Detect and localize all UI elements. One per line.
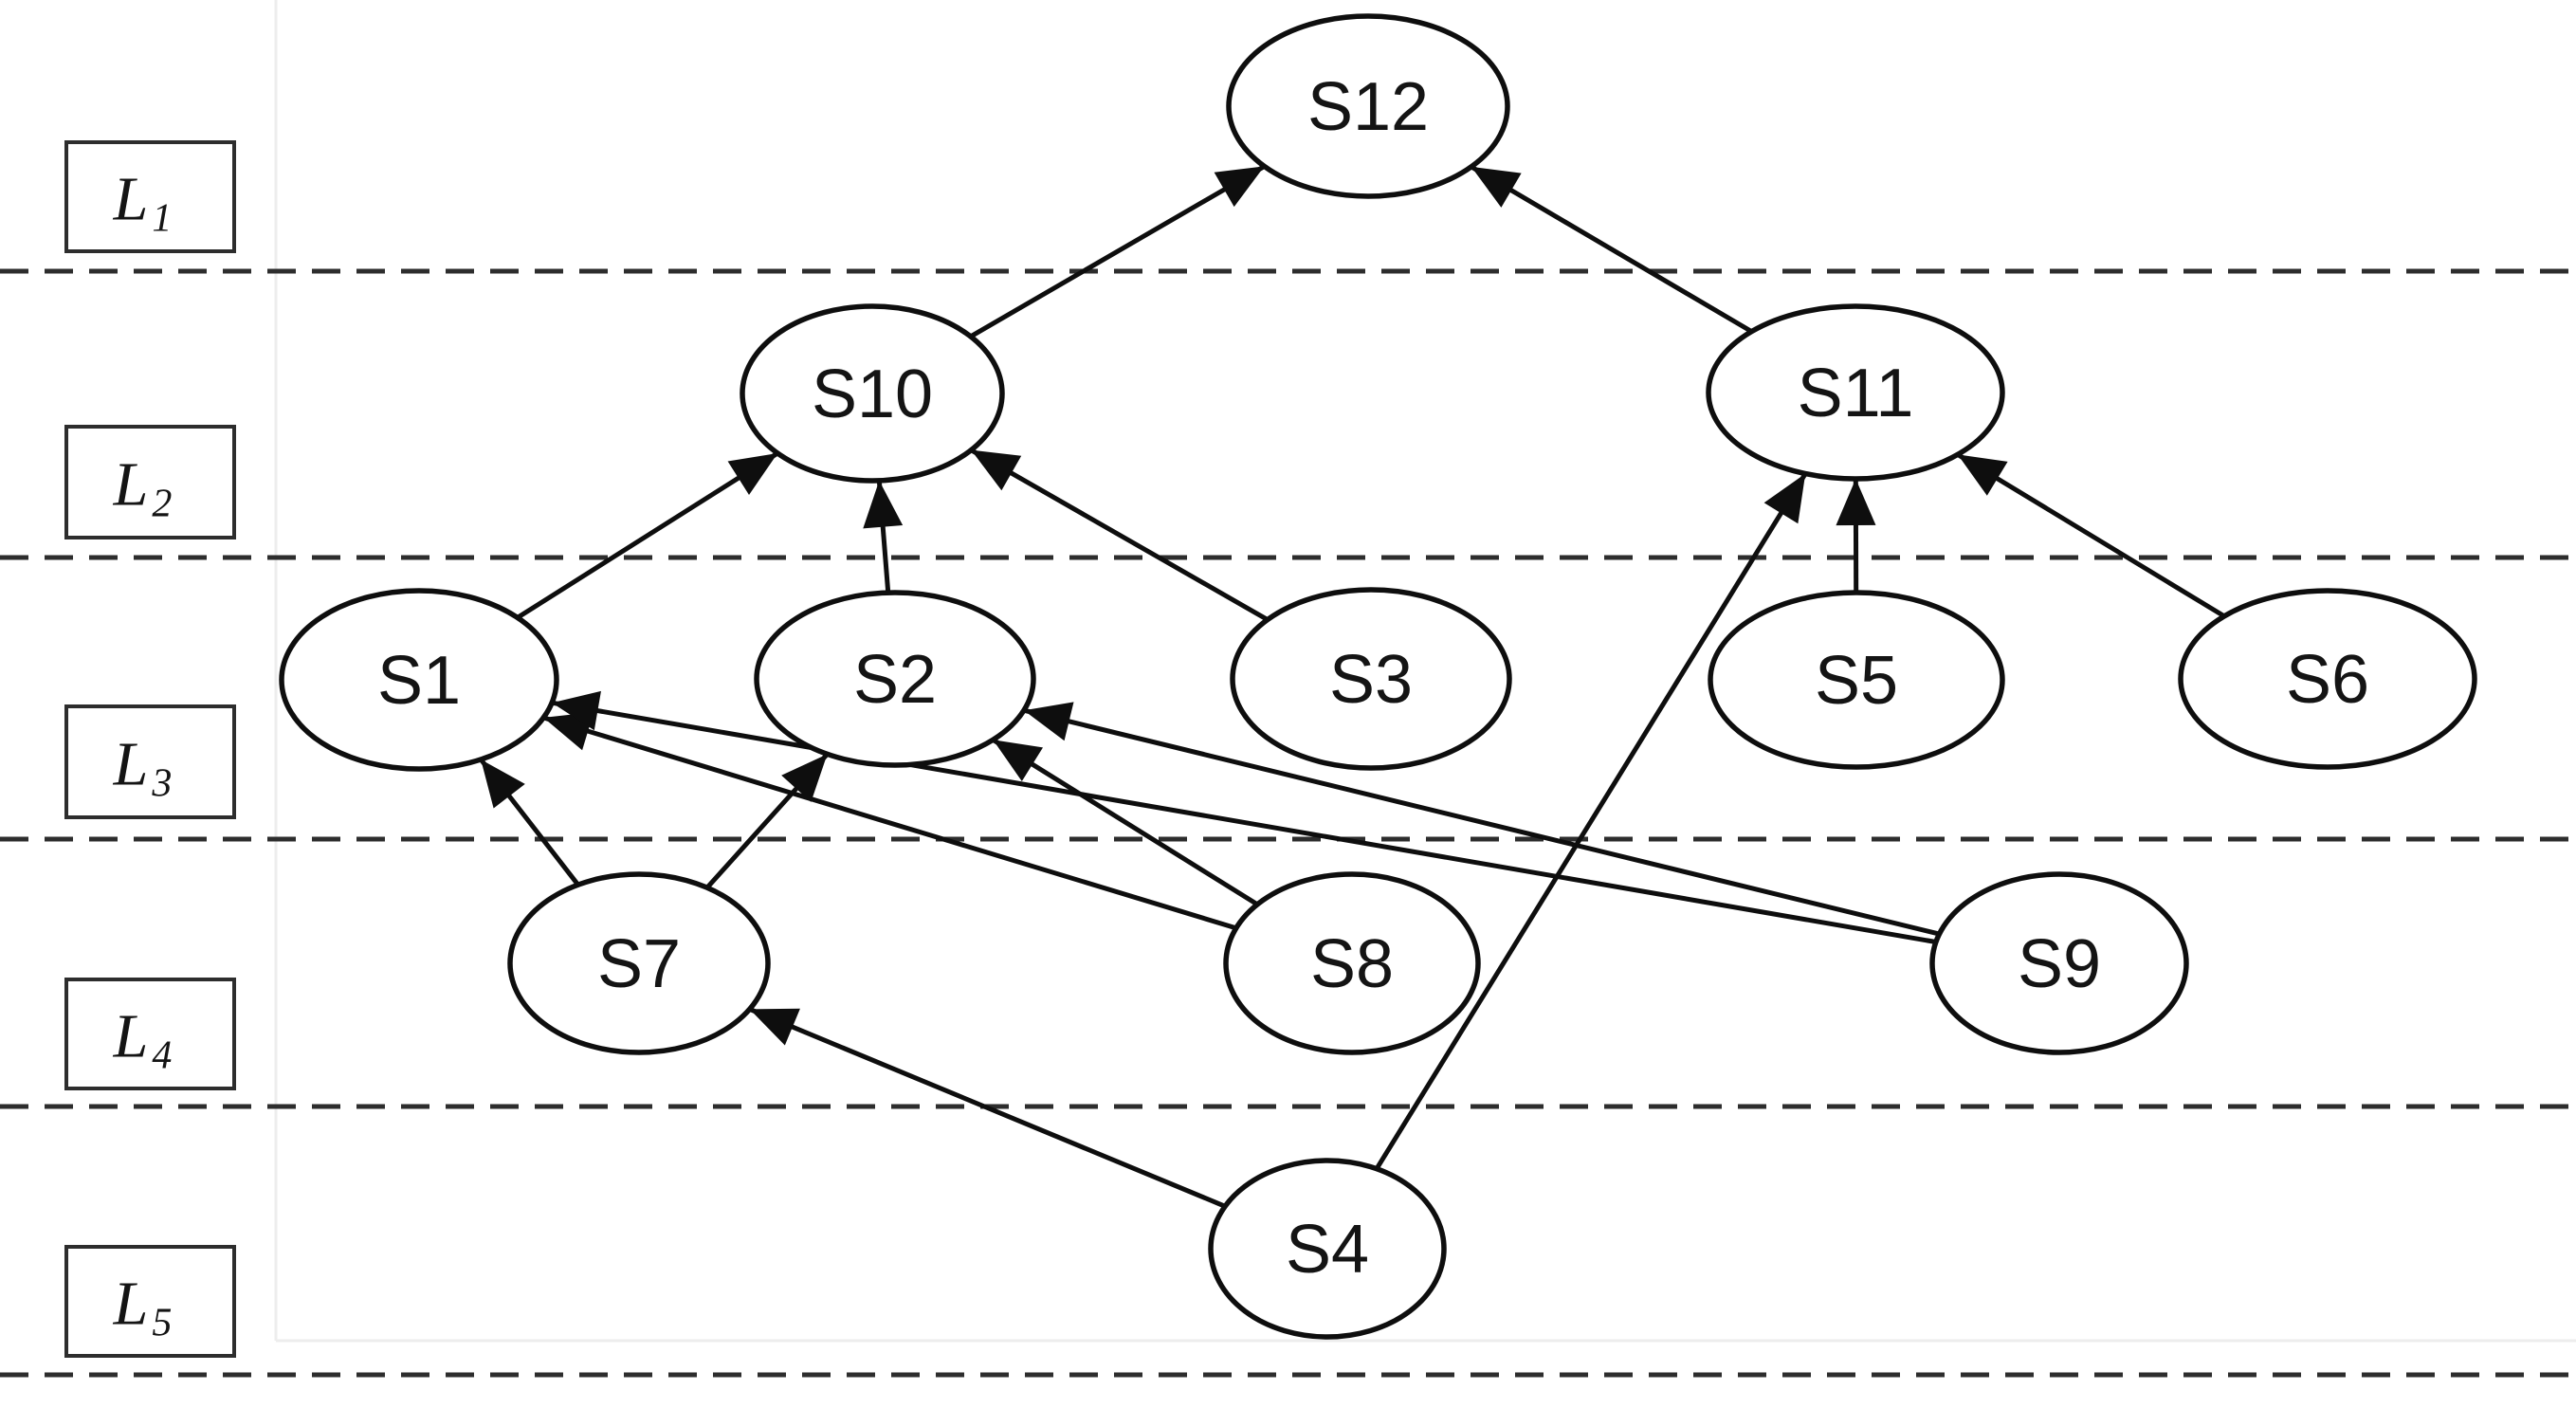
node-label-S1: S1	[377, 643, 461, 719]
node-label-S5: S5	[1815, 643, 1898, 719]
level-label-L1: L1	[113, 165, 173, 241]
level-dividers	[0, 268, 2576, 1378]
node-label-S2: S2	[853, 642, 937, 718]
node-ellipse-S7	[507, 871, 771, 1055]
node-ellipse-S11	[1706, 303, 2005, 482]
level-box-L4	[64, 978, 236, 1090]
node-ellipse-S6	[2178, 588, 2477, 770]
edges	[479, 164, 2226, 1209]
scan-artifacts	[274, 0, 2576, 1343]
edge-S9-S2	[1023, 702, 1941, 937]
node-label-S11: S11	[1798, 356, 1914, 431]
edge-S4-S7	[748, 1007, 1227, 1209]
node-S1: S1	[279, 588, 559, 772]
level-box-L5	[64, 1245, 236, 1358]
node-S2: S2	[754, 590, 1036, 768]
edge-S6-S11	[1956, 452, 2226, 619]
edge-S9-S1	[551, 690, 1937, 944]
level-label-L2: L2	[113, 450, 173, 526]
edge-S8-S1	[542, 712, 1237, 931]
level-box-L1	[64, 140, 236, 253]
edge-S11-S12	[1470, 164, 1753, 334]
level-label-L4: L4	[113, 1002, 173, 1078]
node-ellipse-S1	[279, 588, 559, 772]
level-label-L5: L5	[113, 1270, 173, 1345]
node-S3: S3	[1230, 587, 1512, 771]
node-S9: S9	[1929, 871, 2189, 1055]
edge-S4-S11	[1374, 472, 1808, 1171]
node-S4: S4	[1208, 1158, 1447, 1340]
node-S8: S8	[1223, 871, 1481, 1055]
node-ellipse-S2	[754, 590, 1036, 768]
level-box-L2	[64, 425, 236, 539]
node-S11: S11	[1706, 303, 2005, 482]
edge-S1-S10	[516, 450, 779, 620]
edge-S8-S2	[991, 738, 1259, 906]
node-ellipse-S3	[1230, 587, 1512, 771]
node-label-S6: S6	[2286, 642, 2369, 718]
node-S6: S6	[2178, 588, 2477, 770]
edge-S3-S10	[970, 448, 1270, 622]
level-box-L3	[64, 704, 236, 819]
node-S5: S5	[1708, 590, 2005, 770]
node-label-S3: S3	[1329, 642, 1413, 718]
node-ellipse-S5	[1708, 590, 2005, 770]
node-ellipse-S9	[1929, 871, 2189, 1055]
node-label-S12: S12	[1307, 69, 1429, 145]
node-label-S10: S10	[812, 357, 933, 432]
node-S7: S7	[507, 871, 771, 1055]
node-label-S9: S9	[2018, 926, 2101, 1002]
node-S10: S10	[740, 303, 1005, 484]
node-label-S7: S7	[597, 926, 681, 1002]
edge-S7-S1	[479, 758, 580, 887]
edge-S2-S10	[863, 480, 904, 594]
node-label-S4: S4	[1286, 1212, 1369, 1288]
node-label-S8: S8	[1310, 926, 1394, 1002]
node-ellipse-S10	[740, 303, 1005, 484]
edge-S10-S12	[969, 164, 1266, 339]
node-ellipse-S12	[1226, 13, 1510, 199]
level-label-L3: L3	[113, 730, 173, 806]
node-ellipse-S4	[1208, 1158, 1447, 1340]
node-ellipse-S8	[1223, 871, 1481, 1055]
node-S12: S12	[1226, 13, 1510, 199]
edge-S7-S2	[704, 752, 830, 889]
